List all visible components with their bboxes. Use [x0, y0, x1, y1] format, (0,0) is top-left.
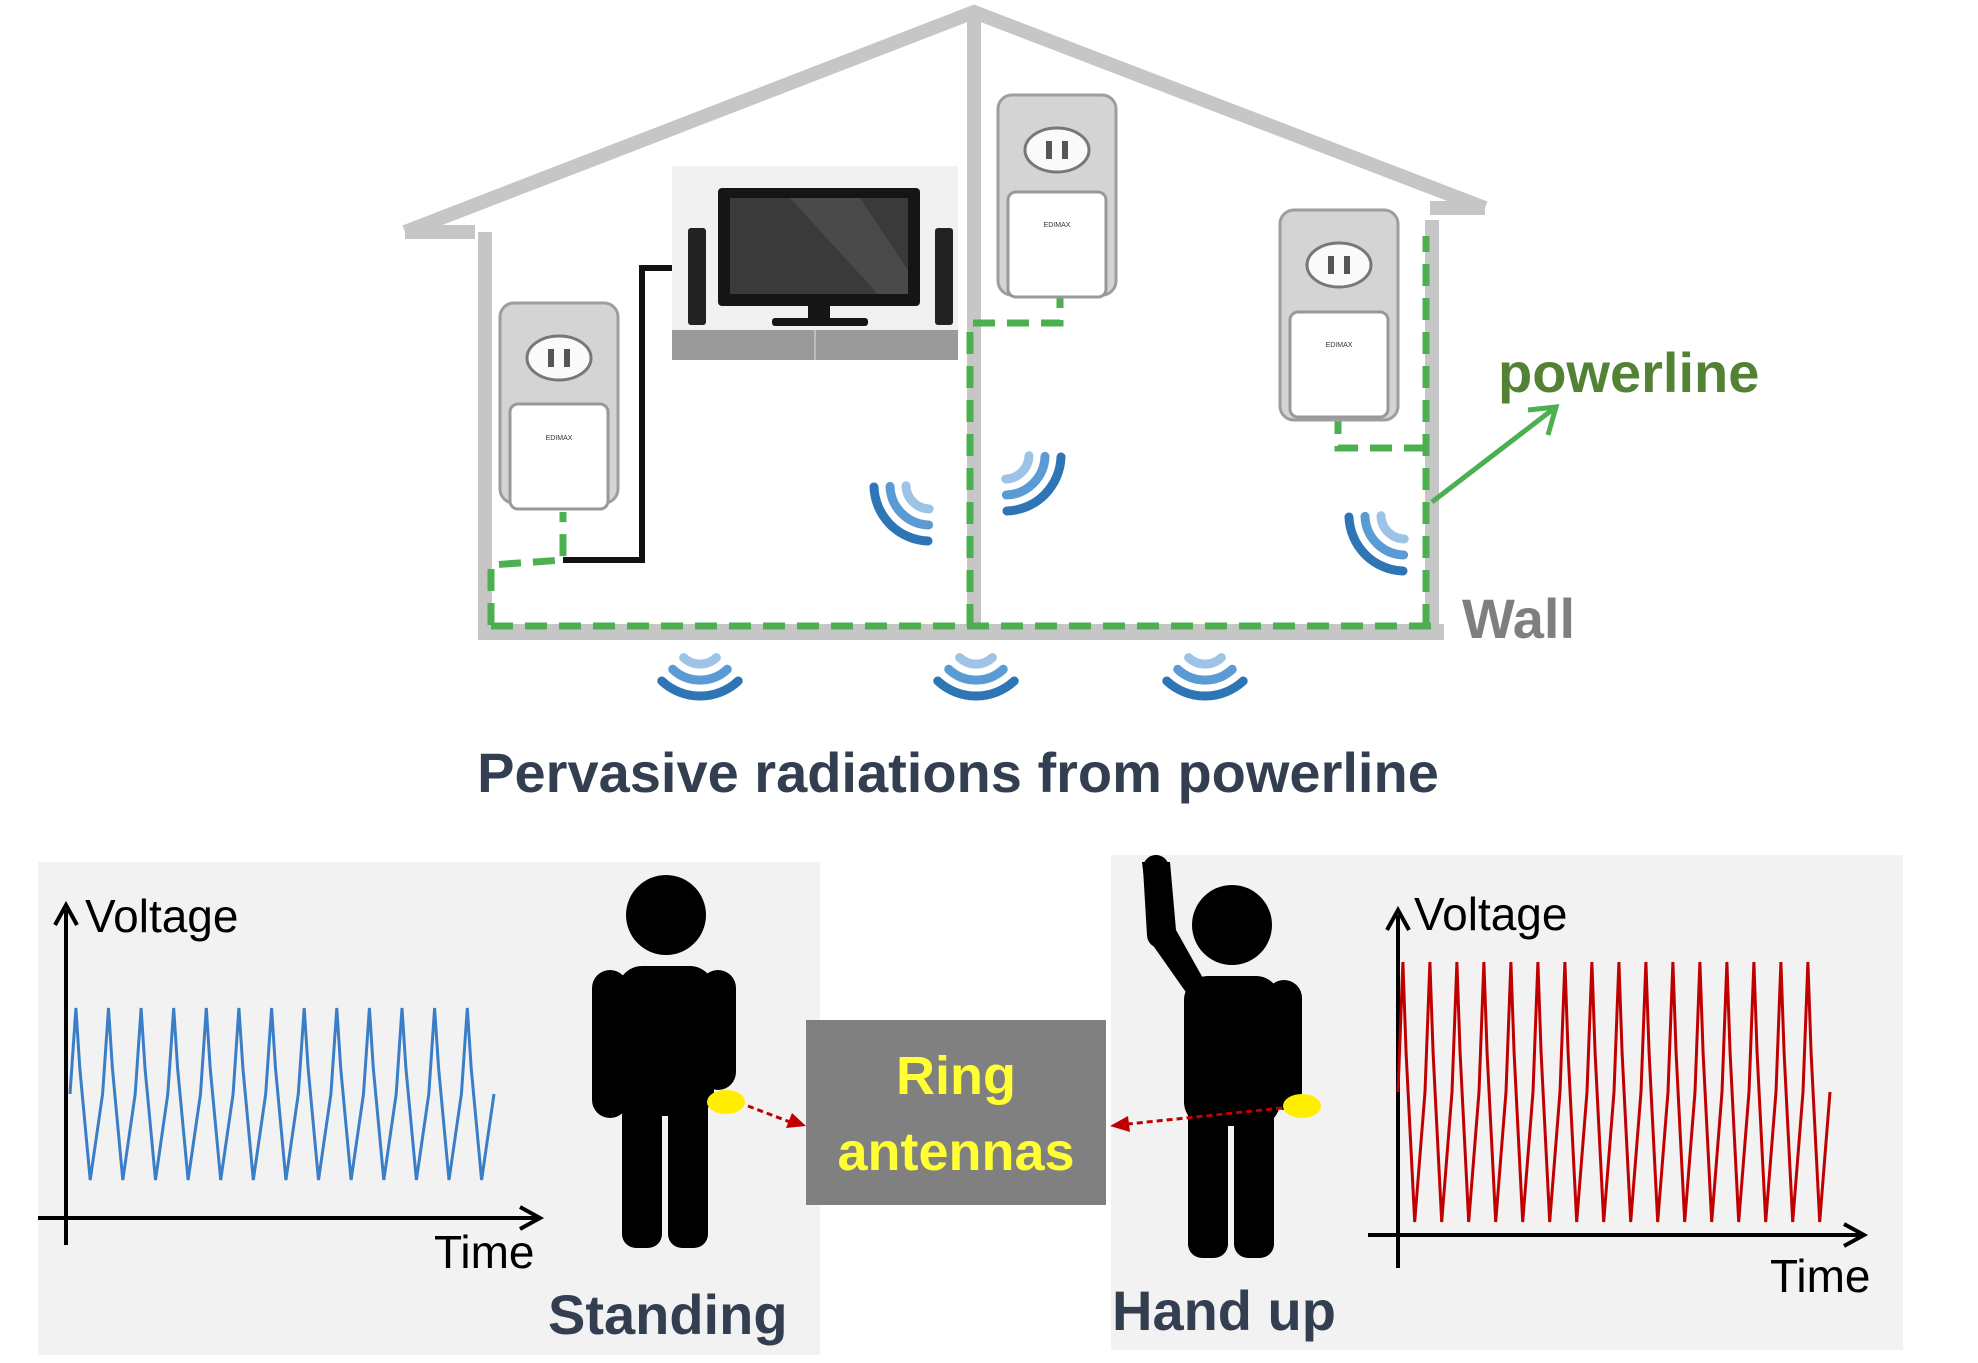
ring-antenna-right	[1283, 1094, 1321, 1118]
right-y-label: Voltage	[1414, 888, 1567, 940]
powerline-arrow-head	[1527, 404, 1560, 436]
powerline-adapter-right: EDIMAX	[1278, 208, 1400, 422]
signal-arc	[1002, 452, 1066, 516]
signal-arc	[1184, 653, 1226, 669]
powerline-adapter-middle: EDIMAX	[996, 93, 1118, 299]
hand-up-label: Hand up	[1112, 1279, 1336, 1342]
signal-arc	[1173, 664, 1237, 685]
signal-arc	[657, 676, 743, 701]
left-x-label: Time	[434, 1226, 535, 1278]
left-voltage-waveform	[68, 1007, 496, 1181]
right-x-label: Time	[1770, 1250, 1871, 1302]
left-y-label: Voltage	[85, 890, 238, 942]
left-y-arrow	[53, 900, 79, 926]
signal-arc	[955, 653, 997, 669]
left-x-arrow	[519, 1205, 545, 1231]
signal-arc	[933, 676, 1019, 701]
house: EDIMAX EDIMAX EDIMAX powerline Wall	[402, 4, 1759, 650]
tv-set	[672, 166, 958, 360]
tv-cable	[563, 265, 690, 563]
signal-arc	[885, 481, 934, 530]
signal-arc	[1344, 512, 1408, 576]
standing-person-icon	[592, 875, 736, 1248]
right-x-arrow	[1843, 1222, 1869, 1248]
signal-arc	[1162, 676, 1248, 701]
powerline-label: powerline	[1498, 341, 1759, 404]
powerline-adapter-left: EDIMAX	[498, 301, 620, 511]
signal-icon-floor-3	[1162, 653, 1248, 701]
right-voltage-waveform	[1396, 961, 1832, 1223]
signal-arc	[668, 664, 732, 685]
adapter-brand-logo: EDIMAX	[546, 435, 573, 442]
left-signal-arrowhead	[786, 1113, 806, 1128]
standing-label: Standing	[548, 1283, 788, 1346]
ring-antennas-line1: Ring	[896, 1046, 1016, 1106]
signal-arc	[1376, 511, 1409, 544]
hand-up-person-icon	[1142, 855, 1302, 1258]
ring-antennas-box: Ring antennas	[806, 1020, 1106, 1205]
signal-arc	[679, 653, 721, 669]
signal-icon-center-right	[1001, 451, 1066, 516]
powerline-wiring	[487, 236, 1432, 630]
right-y-arrow	[1385, 905, 1411, 931]
signal-arc	[944, 664, 1008, 685]
signal-arc	[869, 482, 933, 546]
signal-arc	[1001, 451, 1050, 500]
right-signal-arrowhead	[1110, 1116, 1130, 1132]
powerline-arrow-shaft	[1430, 408, 1554, 504]
signal-icon-floor-1	[657, 653, 743, 701]
signal-icon-center-left	[869, 481, 934, 546]
caption: Pervasive radiations from powerline	[477, 741, 1439, 804]
signal-arc	[1360, 511, 1409, 560]
right-signal-arrow	[1127, 1106, 1283, 1126]
ring-antenna-left	[707, 1090, 745, 1114]
ring-antennas-line2: antennas	[837, 1122, 1074, 1182]
signal-arc	[1001, 451, 1034, 484]
signal-icon-floor-2	[933, 653, 1019, 701]
left-signal-arrow	[747, 1104, 791, 1124]
wall-label: Wall	[1462, 587, 1575, 650]
signal-icon-right-wall	[1344, 511, 1409, 576]
adapter-brand-logo: EDIMAX	[1044, 222, 1071, 229]
adapter-brand-logo: EDIMAX	[1326, 342, 1353, 349]
signal-arc	[901, 481, 934, 514]
